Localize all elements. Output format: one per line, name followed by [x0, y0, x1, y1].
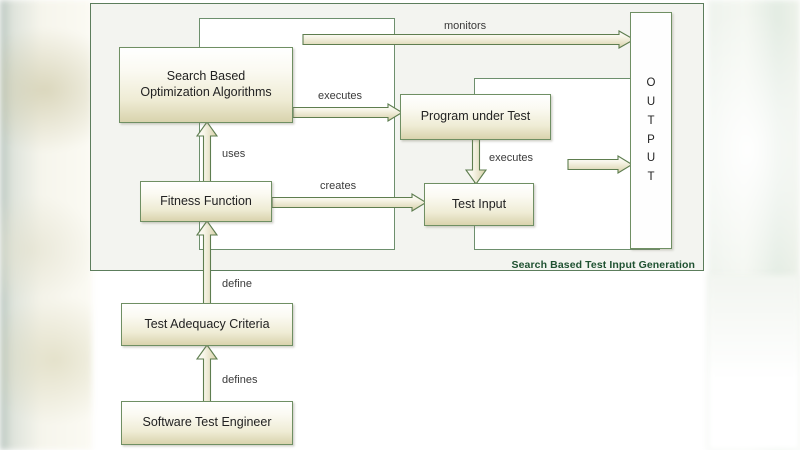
- node-test-input[interactable]: Test Input: [424, 183, 534, 226]
- edge-label-executes-program: executes: [318, 90, 363, 102]
- node-fitness-function[interactable]: Fitness Function: [140, 181, 272, 222]
- container-label: Search Based Test Input Generation: [511, 259, 695, 271]
- output-letter-5: T: [647, 171, 655, 184]
- edge-label-uses: uses: [222, 148, 246, 160]
- output-letter-3: P: [647, 133, 655, 146]
- edge-label-defines: defines: [222, 374, 258, 386]
- arrow-uses: [195, 121, 219, 183]
- node-search-based-optimization-algorithms[interactable]: Search Based Optimization Algorithms: [119, 47, 293, 123]
- node-fitness-label: Fitness Function: [160, 193, 252, 208]
- output-letter-0: O: [646, 76, 656, 89]
- arrow-defines: [195, 344, 219, 403]
- node-tac-label: Test Adequacy Criteria: [144, 316, 270, 331]
- node-sboa-line1: Search Based: [166, 69, 246, 84]
- arrow-executes-program: [292, 103, 404, 122]
- arrow-define: [195, 220, 219, 305]
- node-ste-label: Software Test Engineer: [142, 415, 272, 430]
- arrow-monitors: [302, 30, 636, 49]
- node-test-input-label: Test Input: [451, 196, 507, 211]
- node-test-adequacy-criteria[interactable]: Test Adequacy Criteria: [121, 303, 293, 346]
- node-sboa-line2: Optimization Algorithms: [140, 85, 272, 99]
- background-blur-right-lower: [708, 275, 800, 450]
- arrow-execution-to-output: [567, 155, 634, 174]
- edge-label-executes-test-input: executes: [489, 152, 534, 164]
- arrow-creates-test-input: [271, 193, 428, 212]
- output-letter-2: T: [647, 114, 655, 127]
- node-program-under-test[interactable]: Program under Test: [400, 94, 551, 140]
- edge-label-creates: creates: [320, 180, 357, 192]
- background-blur-left: [0, 0, 92, 450]
- edge-label-monitors: monitors: [444, 20, 487, 32]
- node-put-label: Program under Test: [420, 109, 531, 124]
- arrow-executes-test-input: [464, 138, 488, 185]
- node-output[interactable]: O U T P U T: [630, 12, 672, 249]
- output-letter-4: U: [646, 152, 656, 165]
- node-software-test-engineer[interactable]: Software Test Engineer: [121, 401, 293, 445]
- edge-label-define: define: [222, 278, 252, 290]
- output-letter-1: U: [646, 95, 656, 108]
